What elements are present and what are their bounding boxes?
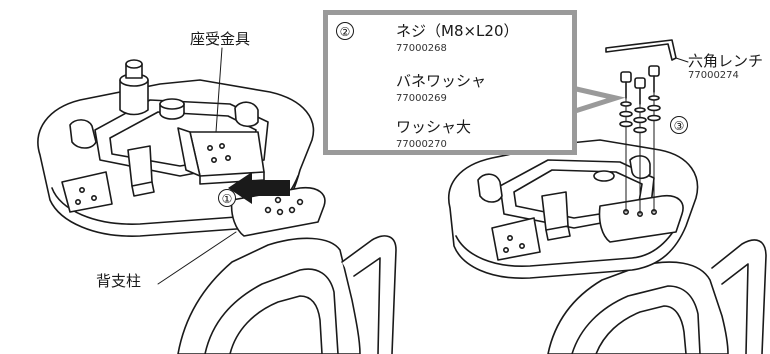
part-name-large-washer: ワッシャ大 xyxy=(396,118,472,136)
hex-wrench-label: 六角レンチ xyxy=(688,52,764,70)
step-2-marker: ② xyxy=(336,22,354,40)
right-seat-assembly xyxy=(448,39,767,354)
parts-callout xyxy=(323,10,577,155)
hex-wrench-code: 77000274 xyxy=(688,70,739,81)
seat-bracket-label: 座受金具 xyxy=(190,30,251,48)
left-chair-frame xyxy=(177,237,361,354)
screw-stack-1 xyxy=(619,71,633,128)
left-seat-assembly xyxy=(37,47,397,354)
part-name-screw: ネジ（M8×L20） xyxy=(396,22,519,40)
part-code-screw: 77000268 xyxy=(396,43,447,54)
part-code-spring-washer: 77000269 xyxy=(396,93,447,104)
right-chair-frame xyxy=(547,261,729,354)
step-3-marker: ③ xyxy=(670,116,688,134)
hex-wrench-shape xyxy=(605,39,677,61)
screw-stack-2 xyxy=(633,77,647,134)
part-name-spring-washer: バネワッシャ xyxy=(396,72,487,90)
left-seat-bracket xyxy=(189,131,265,177)
screw-stack-3 xyxy=(647,65,661,122)
right-back-pillar-top xyxy=(598,194,684,243)
step-1-marker: ① xyxy=(218,189,236,207)
back-pillar-label: 背支柱 xyxy=(96,272,142,290)
insert-arrow xyxy=(228,172,290,204)
part-code-large-washer: 77000270 xyxy=(396,139,447,150)
callout-pointer xyxy=(569,84,626,116)
